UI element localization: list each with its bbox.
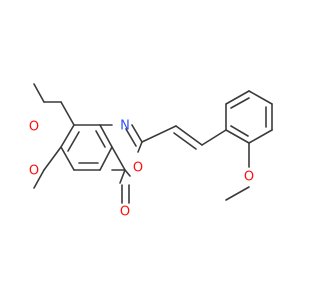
bond xyxy=(248,129,273,144)
bond-double-inner xyxy=(173,132,197,150)
bond-double-inner xyxy=(67,131,80,152)
bond xyxy=(33,169,45,189)
bond-double-inner xyxy=(125,128,137,147)
bond xyxy=(225,90,250,105)
atom-label-o: O xyxy=(120,205,130,220)
bond xyxy=(131,124,143,143)
bond xyxy=(141,125,177,143)
bond-double-inner xyxy=(230,97,250,109)
atom-labels: O O N O O O xyxy=(29,119,254,220)
bond xyxy=(33,83,45,103)
bond xyxy=(43,146,62,171)
bond xyxy=(175,125,203,146)
bond xyxy=(111,146,126,171)
bond xyxy=(124,169,131,177)
bond xyxy=(225,186,250,201)
bond xyxy=(248,90,273,105)
methoxy-7 xyxy=(33,83,75,126)
benzo-ring xyxy=(60,124,113,171)
phenyl-ring xyxy=(225,90,273,144)
atom-label-o: O xyxy=(29,164,39,179)
vinyl-linker xyxy=(141,125,227,150)
carbonyl-group xyxy=(111,169,130,204)
bond xyxy=(201,129,227,146)
bond xyxy=(225,129,250,144)
atom-label-o: O xyxy=(244,170,254,185)
bond xyxy=(137,141,143,153)
atom-label-o: O xyxy=(29,120,39,135)
oxazinone-ring xyxy=(99,124,143,184)
methoxy-phenyl xyxy=(225,142,250,201)
bond-double-inner xyxy=(95,130,106,148)
molecule-structure: O O N O O O xyxy=(29,83,273,220)
bond xyxy=(60,124,75,148)
bond xyxy=(99,124,113,148)
methoxy-6 xyxy=(33,146,62,189)
atom-label-o: O xyxy=(133,161,143,176)
bond xyxy=(119,169,126,184)
molecule-canvas: O O N O O O xyxy=(28,83,273,220)
bond xyxy=(60,101,75,126)
bond xyxy=(60,146,75,171)
atom-label-n: N xyxy=(120,119,130,134)
bond-double-inner xyxy=(230,125,249,137)
bond xyxy=(99,146,113,171)
